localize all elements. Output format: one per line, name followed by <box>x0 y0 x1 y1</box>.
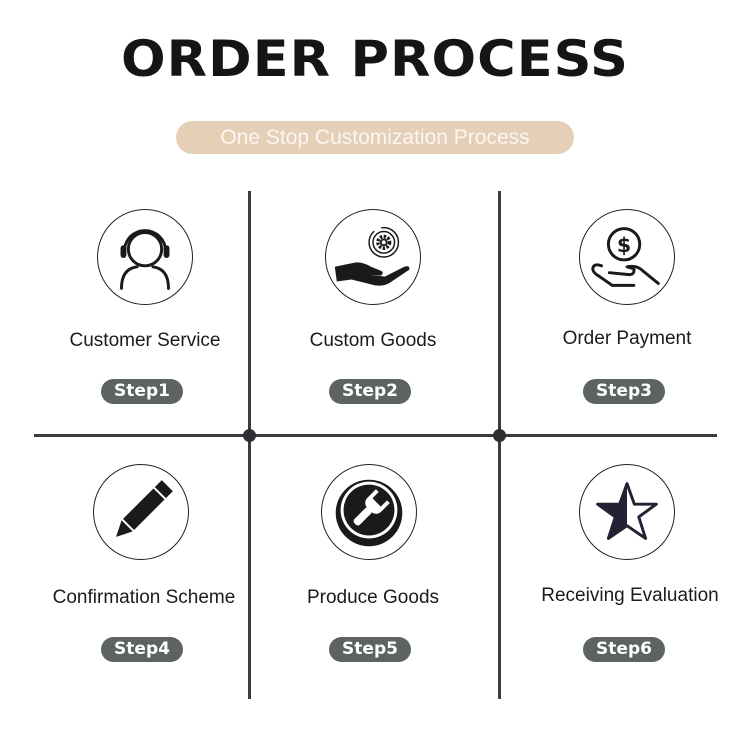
step-badge: Step6 <box>583 637 665 662</box>
step-cell-5: Produce Goods Step5 <box>263 455 483 675</box>
page-title: ORDER PROCESS <box>120 30 630 88</box>
step-badge: Step5 <box>329 637 411 662</box>
step-cell-1: Customer Service Step1 <box>35 200 255 420</box>
half-star-icon <box>596 482 658 540</box>
icon-circle <box>97 209 193 305</box>
step-label: Receiving Evaluation <box>541 585 719 606</box>
pencil-icon <box>116 480 173 537</box>
headset-person-icon <box>120 229 170 290</box>
hand-gear-icon <box>334 226 410 286</box>
step-badge: Step1 <box>101 379 183 404</box>
svg-text:$: $ <box>617 233 631 257</box>
icon-circle <box>325 209 421 305</box>
subtitle-pill: One Stop Customization Process <box>176 121 574 154</box>
step-badge: Step2 <box>329 379 411 404</box>
step-cell-4: Confirmation Scheme Step4 <box>35 455 255 675</box>
wrench-icon <box>335 479 403 547</box>
step-label: Custom Goods <box>309 330 437 351</box>
step-cell-3: $ Order Payment Step3 <box>517 200 737 420</box>
hand-dollar-coin-icon: $ <box>591 227 660 287</box>
icon-circle <box>579 464 675 560</box>
step-cell-2: Custom Goods Step2 <box>263 200 483 420</box>
step-cell-6: Receiving Evaluation Step6 <box>517 455 737 675</box>
grid-junction-dot-left <box>243 429 256 442</box>
step-label: Order Payment <box>562 328 692 349</box>
icon-circle <box>93 464 189 560</box>
icon-circle: $ <box>579 209 675 305</box>
step-badge: Step3 <box>583 379 665 404</box>
step-label: Produce Goods <box>306 587 440 608</box>
step-badge: Step4 <box>101 637 183 662</box>
step-label: Confirmation Scheme <box>52 587 236 608</box>
grid-horizontal-line <box>34 434 717 437</box>
step-label: Customer Service <box>69 330 221 351</box>
grid-vertical-line-right <box>498 191 501 699</box>
grid-vertical-line-left <box>248 191 251 699</box>
grid-junction-dot-right <box>493 429 506 442</box>
icon-circle <box>321 464 417 560</box>
